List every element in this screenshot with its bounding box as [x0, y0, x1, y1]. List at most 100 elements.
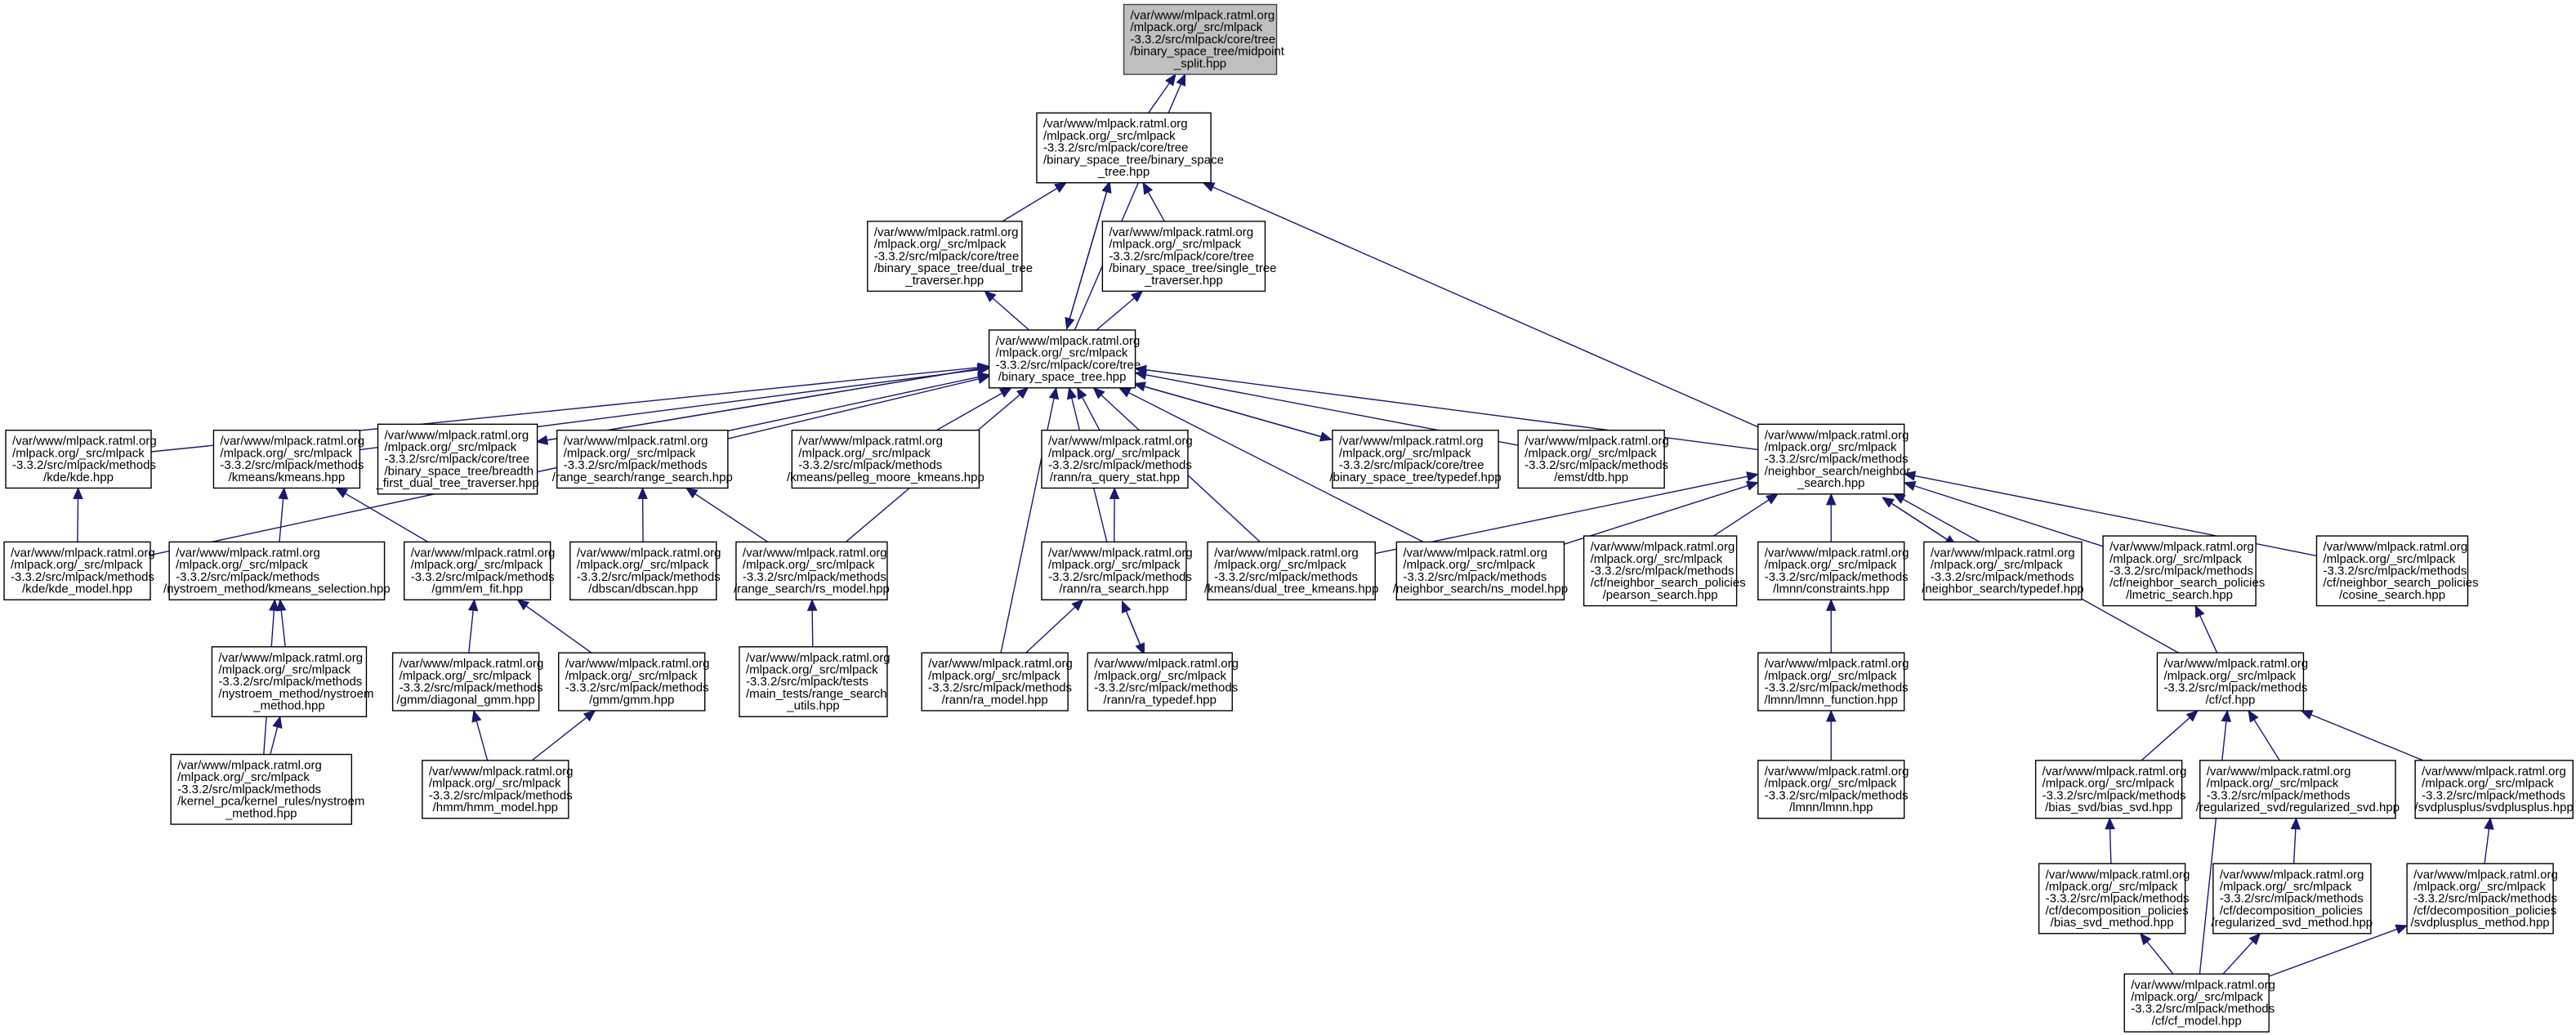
node-label-line: _traverser.hpp — [904, 274, 984, 288]
node-box[interactable] — [556, 429, 729, 489]
node-box[interactable] — [1041, 429, 1189, 489]
graph-node[interactable]: /var/www/mlpack.ratml.org/mlpack.org/_sr… — [211, 646, 373, 718]
graph-node[interactable]: /var/www/mlpack.ratml.org/mlpack.org/_sr… — [921, 652, 1073, 712]
node-box[interactable] — [1332, 429, 1499, 489]
node-box[interactable] — [3, 541, 151, 600]
node-box[interactable] — [2156, 652, 2305, 712]
graph-node[interactable]: /var/www/mlpack.ratml.org/mlpack.org/_sr… — [404, 541, 556, 600]
graph-node[interactable]: /var/www/mlpack.ratml.org/mlpack.org/_sr… — [2406, 863, 2558, 935]
node-box[interactable] — [569, 541, 717, 600]
graph-node[interactable]: /var/www/mlpack.ratml.org/mlpack.org/_sr… — [1922, 541, 2084, 600]
graph-node[interactable]: /var/www/mlpack.ratml.org/mlpack.org/_sr… — [569, 541, 721, 600]
node-box[interactable] — [1123, 3, 1278, 75]
node-box[interactable] — [2199, 760, 2396, 819]
node-box[interactable] — [404, 541, 551, 600]
node-box[interactable] — [2212, 863, 2372, 935]
graph-node[interactable]: /var/www/mlpack.ratml.org/mlpack.org/_sr… — [1393, 541, 1568, 600]
node-box[interactable] — [867, 221, 1023, 292]
node-box[interactable] — [1036, 112, 1212, 184]
graph-node[interactable]: /var/www/mlpack.ratml.org/mlpack.org/_sr… — [867, 221, 1033, 292]
graph-node[interactable]: /var/www/mlpack.ratml.org/mlpack.org/_sr… — [5, 429, 157, 489]
node-box[interactable] — [1041, 541, 1187, 600]
node-label-line: -3.3.2/src/mlpack/methods — [11, 570, 154, 584]
node-box[interactable] — [212, 429, 361, 489]
graph-node[interactable]: /var/www/mlpack.ratml.org/mlpack.org/_sr… — [1204, 541, 1378, 600]
node-box[interactable] — [921, 652, 1069, 712]
graph-node[interactable]: /var/www/mlpack.ratml.org/mlpack.org/_sr… — [2123, 973, 2275, 1033]
graph-node[interactable]: /var/www/mlpack.ratml.org/mlpack.org/_sr… — [1517, 429, 1669, 489]
graph-node[interactable]: /var/www/mlpack.ratml.org/mlpack.org/_sr… — [1041, 429, 1193, 489]
graph-node[interactable]: /var/www/mlpack.ratml.org/mlpack.org/_sr… — [2414, 760, 2574, 819]
current-file-node[interactable]: /var/www/mlpack.ratml.org/mlpack.org/_sr… — [1123, 3, 1285, 75]
node-box[interactable] — [1583, 535, 1738, 607]
graph-node[interactable]: /var/www/mlpack.ratml.org/mlpack.org/_sr… — [1757, 760, 1909, 819]
graph-node[interactable]: /var/www/mlpack.ratml.org/mlpack.org/_sr… — [1583, 535, 1746, 607]
node-box[interactable] — [168, 541, 386, 600]
node-label-line: -3.3.2/src/mlpack/methods — [928, 681, 1072, 695]
node-box[interactable] — [1757, 423, 1905, 495]
graph-node[interactable]: /var/www/mlpack.ratml.org/mlpack.org/_sr… — [558, 652, 710, 712]
node-label-line: -3.3.2/src/mlpack/core/tree — [1131, 33, 1276, 47]
graph-node[interactable]: /var/www/mlpack.ratml.org/mlpack.org/_sr… — [2315, 535, 2479, 607]
graph-node[interactable]: /var/www/mlpack.ratml.org/mlpack.org/_sr… — [422, 760, 574, 819]
graph-node[interactable]: /var/www/mlpack.ratml.org/mlpack.org/_sr… — [1757, 423, 1910, 495]
graph-node[interactable]: /var/www/mlpack.ratml.org/mlpack.org/_sr… — [2212, 863, 2373, 935]
graph-node[interactable]: /var/www/mlpack.ratml.org/mlpack.org/_sr… — [739, 646, 891, 718]
node-label-line: /var/www/mlpack.ratml.org — [2042, 765, 2187, 778]
node-box[interactable] — [2038, 863, 2186, 935]
dependency-edge — [1109, 487, 1120, 542]
node-box[interactable] — [739, 646, 888, 718]
node-box[interactable] — [1395, 541, 1565, 600]
node-box[interactable] — [1207, 541, 1376, 600]
node-box[interactable] — [1757, 652, 1905, 712]
graph-node[interactable]: /var/www/mlpack.ratml.org/mlpack.org/_sr… — [734, 541, 890, 600]
node-box[interactable] — [1087, 652, 1233, 712]
node-box[interactable] — [1757, 760, 1905, 819]
graph-node[interactable]: /var/www/mlpack.ratml.org/mlpack.org/_sr… — [2196, 760, 2400, 819]
graph-node[interactable]: /var/www/mlpack.ratml.org/mlpack.org/_sr… — [1757, 541, 1909, 600]
graph-node[interactable]: /var/www/mlpack.ratml.org/mlpack.org/_sr… — [1101, 221, 1277, 292]
node-box[interactable] — [791, 429, 980, 489]
node-box[interactable] — [5, 429, 152, 489]
node-box[interactable] — [1517, 429, 1665, 489]
node-box[interactable] — [1923, 541, 2083, 600]
node-box[interactable] — [2315, 535, 2469, 607]
node-label-line: -3.3.2/src/mlpack/methods — [1765, 681, 1909, 695]
graph-node[interactable]: /var/www/mlpack.ratml.org/mlpack.org/_sr… — [2156, 652, 2308, 712]
node-box[interactable] — [211, 646, 368, 718]
graph-node[interactable]: /var/www/mlpack.ratml.org/mlpack.org/_sr… — [2038, 863, 2190, 935]
graph-node[interactable]: /var/www/mlpack.ratml.org/mlpack.org/_sr… — [1329, 429, 1502, 489]
node-label-line: /var/www/mlpack.ratml.org — [2109, 540, 2254, 554]
graph-node[interactable]: /var/www/mlpack.ratml.org/mlpack.org/_sr… — [2034, 760, 2187, 819]
node-box[interactable] — [2414, 760, 2574, 819]
node-box[interactable] — [422, 760, 569, 819]
graph-node[interactable]: /var/www/mlpack.ratml.org/mlpack.org/_sr… — [163, 541, 391, 600]
node-box[interactable] — [377, 423, 538, 495]
graph-node[interactable]: /var/www/mlpack.ratml.org/mlpack.org/_sr… — [988, 329, 1141, 389]
graph-node[interactable]: /var/www/mlpack.ratml.org/mlpack.org/_sr… — [787, 429, 984, 489]
graph-node[interactable]: /var/www/mlpack.ratml.org/mlpack.org/_sr… — [1036, 112, 1224, 184]
graph-node[interactable]: /var/www/mlpack.ratml.org/mlpack.org/_sr… — [3, 541, 155, 600]
node-box[interactable] — [735, 541, 888, 600]
node-box[interactable] — [1101, 221, 1266, 292]
graph-node[interactable]: /var/www/mlpack.ratml.org/mlpack.org/_sr… — [1757, 652, 1909, 712]
arrowhead-icon — [2140, 932, 2152, 946]
graph-node[interactable]: /var/www/mlpack.ratml.org/mlpack.org/_sr… — [1041, 541, 1193, 600]
graph-node[interactable]: /var/www/mlpack.ratml.org/mlpack.org/_sr… — [375, 423, 539, 495]
node-box[interactable] — [170, 753, 353, 825]
graph-node[interactable]: /var/www/mlpack.ratml.org/mlpack.org/_sr… — [391, 652, 544, 712]
graph-node[interactable]: /var/www/mlpack.ratml.org/mlpack.org/_sr… — [170, 753, 364, 825]
graph-node[interactable]: /var/www/mlpack.ratml.org/mlpack.org/_sr… — [2102, 535, 2265, 607]
node-box[interactable] — [558, 652, 706, 712]
node-box[interactable] — [988, 329, 1136, 389]
node-box[interactable] — [2034, 760, 2183, 819]
node-box[interactable] — [2102, 535, 2257, 607]
node-box[interactable] — [2123, 973, 2270, 1033]
node-box[interactable] — [391, 652, 540, 712]
graph-node[interactable]: /var/www/mlpack.ratml.org/mlpack.org/_sr… — [1087, 652, 1239, 712]
graph-node[interactable]: /var/www/mlpack.ratml.org/mlpack.org/_sr… — [552, 429, 733, 489]
node-box[interactable] — [2406, 863, 2554, 935]
node-box[interactable] — [1757, 541, 1905, 600]
graph-node[interactable]: /var/www/mlpack.ratml.org/mlpack.org/_sr… — [212, 429, 364, 489]
